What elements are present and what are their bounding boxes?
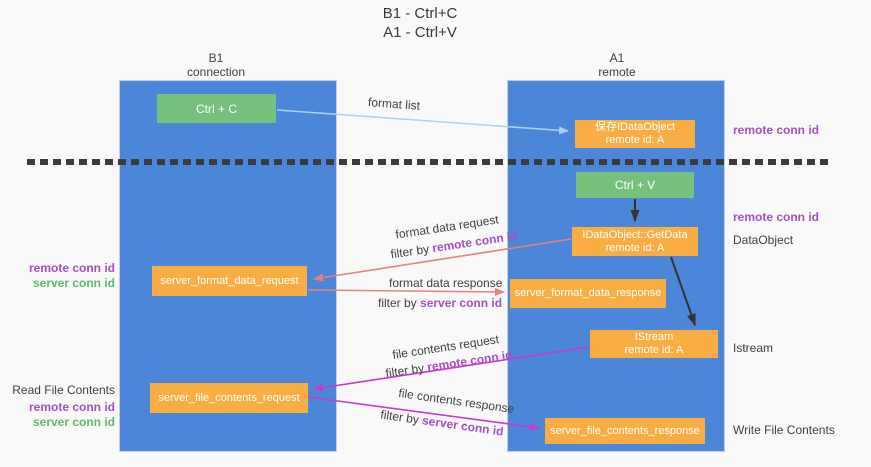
lifeline-header-b1: B1 connection — [156, 51, 276, 79]
node-istream: IStream remote id: A — [590, 330, 718, 358]
filter-by-text: filter by — [389, 241, 431, 262]
node-server-format-data-request: server_format_data_request — [152, 266, 307, 296]
title-line-1: B1 - Ctrl+C — [382, 5, 458, 22]
node-server-file-contents-request-label: server_file_contents_request — [158, 391, 300, 404]
label-filter-by-server-1: filter by server conn id — [378, 296, 502, 310]
lifeline-a1-title: A1 — [609, 51, 625, 65]
node-save-idataobject: 保存IDataObject remote id: A — [575, 120, 695, 148]
node-server-file-contents-response: server_file_contents_response — [545, 418, 705, 444]
node-save-idataobject-line1: 保存IDataObject — [594, 121, 676, 133]
lifeline-header-a1: A1 remote — [557, 51, 677, 79]
left-label-remote-conn-id-2: remote conn id — [28, 400, 115, 414]
node-server-format-data-response-label: server_format_data_response — [514, 287, 662, 299]
left-label-server-conn-id-2: server conn id — [32, 415, 115, 429]
left-label-remote-conn-id-1: remote conn id — [28, 261, 115, 275]
filter-by-text: filter by — [378, 296, 417, 310]
phase-separator-dashed-line — [27, 159, 831, 165]
node-ctrl-v: Ctrl + V — [576, 172, 694, 198]
filter-by-text: filter by — [379, 407, 420, 427]
node-ctrl-c-label: Ctrl + C — [195, 101, 237, 116]
diagram-title: B1 - Ctrl+C A1 - Ctrl+V — [340, 4, 500, 42]
node-server-file-contents-request: server_file_contents_request — [150, 383, 308, 413]
server-conn-id-text: server conn id — [420, 296, 503, 310]
node-istream-line2: remote id: A — [624, 344, 684, 356]
node-idataobject-getdata-line2: remote id: A — [605, 241, 665, 254]
node-ctrl-v-label: Ctrl + V — [614, 178, 656, 192]
server-conn-id-text: server conn id — [421, 413, 505, 439]
node-server-format-data-response: server_format_data_response — [510, 279, 666, 308]
node-idataobject-getdata-line1: IDataObject::GetData — [582, 228, 688, 241]
right-label-remote-conn-id-1: remote conn id — [733, 123, 820, 137]
left-label-read-file-contents: Read File Contents — [12, 383, 115, 397]
node-server-file-contents-response-label: server_file_contents_response — [550, 424, 700, 437]
node-save-idataobject-line2: remote id: A — [605, 134, 665, 146]
node-idataobject-getdata: IDataObject::GetData remote id: A — [572, 227, 698, 256]
node-istream-line1: IStream — [634, 331, 674, 343]
label-format-data-response: format data response — [389, 276, 503, 290]
filter-by-text: filter by — [384, 360, 426, 381]
format-data-response-arrow — [307, 287, 505, 296]
right-label-istream: Istream — [733, 341, 774, 355]
lifeline-b1-title: B1 — [208, 51, 224, 65]
lifeline-a1-subtitle: remote — [598, 65, 636, 79]
node-ctrl-c: Ctrl + C — [157, 94, 276, 123]
left-label-server-conn-id-1: server conn id — [32, 276, 115, 290]
right-label-write-file-contents: Write File Contents — [733, 423, 835, 437]
right-label-dataobject: DataObject — [733, 233, 794, 247]
node-server-format-data-request-label: server_format_data_request — [160, 274, 299, 287]
label-format-list: format list — [367, 95, 421, 113]
lifeline-b1-subtitle: connection — [186, 65, 246, 79]
title-line-2: A1 - Ctrl+V — [383, 24, 457, 41]
right-label-remote-conn-id-2: remote conn id — [733, 210, 820, 224]
